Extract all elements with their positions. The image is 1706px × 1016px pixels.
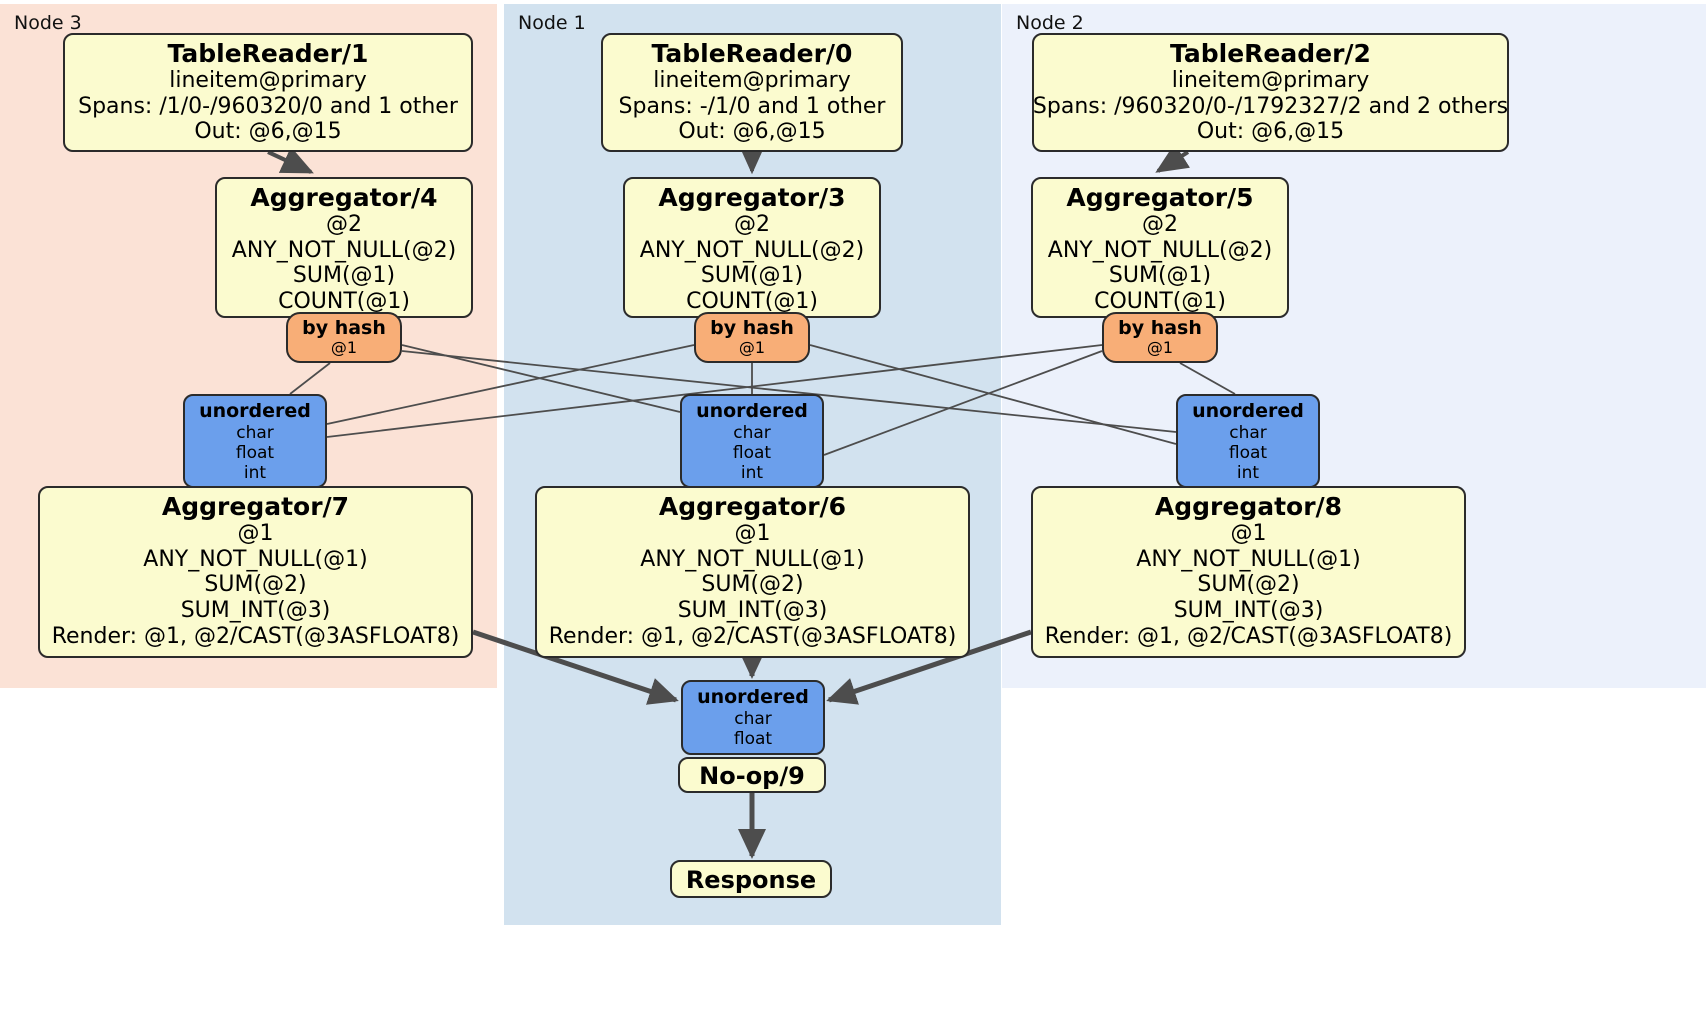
graph-node-router-hash-4[interactable]: by hash@1 bbox=[286, 312, 402, 363]
graph-node-detail-line: int bbox=[740, 462, 764, 483]
graph-node-detail-line: char bbox=[1229, 422, 1267, 443]
graph-node-title: by hash bbox=[710, 317, 794, 339]
graph-node-detail-line: Out: @6,@15 bbox=[678, 119, 826, 145]
graph-node-title: Aggregator/3 bbox=[658, 183, 846, 212]
node-panel-label: Node 3 bbox=[14, 12, 82, 34]
graph-node-detail-line: Out: @6,@15 bbox=[194, 119, 342, 145]
graph-node-detail-line: char bbox=[733, 422, 771, 443]
graph-node-title: TableReader/0 bbox=[651, 39, 853, 68]
graph-node-title: Aggregator/7 bbox=[161, 492, 350, 521]
graph-node-detail-line: ANY_NOT_NULL(@2) bbox=[231, 237, 457, 263]
graph-node-detail-line: Render: @1, @2/CAST(@3ASFLOAT8) bbox=[548, 623, 957, 649]
graph-node-detail-line: @1 bbox=[1230, 521, 1267, 546]
graph-node-router-hash-3[interactable]: by hash@1 bbox=[694, 312, 810, 363]
graph-node-detail-line: lineitem@primary bbox=[169, 68, 367, 93]
graph-node-detail-line: ANY_NOT_NULL(@1) bbox=[640, 546, 865, 572]
graph-node-detail-line: ANY_NOT_NULL(@2) bbox=[639, 237, 865, 263]
graph-node-title: Aggregator/8 bbox=[1154, 492, 1343, 521]
graph-node-detail-line: @1 bbox=[237, 521, 274, 546]
graph-node-title: unordered bbox=[199, 400, 311, 422]
graph-node-detail-line: SUM(@2) bbox=[1197, 572, 1300, 598]
graph-node-detail-line: COUNT(@1) bbox=[1094, 289, 1226, 315]
graph-node-detail-line: lineitem@primary bbox=[1171, 68, 1370, 93]
graph-node-title: by hash bbox=[302, 317, 386, 339]
graph-node-detail-line: float bbox=[733, 728, 773, 749]
graph-node-title: Aggregator/4 bbox=[250, 183, 438, 212]
graph-node-detail-line: SUM(@1) bbox=[700, 263, 804, 289]
graph-node-detail-line: COUNT(@1) bbox=[686, 289, 818, 315]
graph-node-detail-line: @2 bbox=[326, 212, 362, 237]
graph-node-detail-line: @2 bbox=[734, 212, 770, 237]
graph-node-response[interactable]: Response bbox=[670, 860, 832, 898]
graph-node-detail-line: @1 bbox=[738, 337, 766, 357]
graph-node-detail-line: SUM(@2) bbox=[701, 572, 804, 598]
graph-node-detail-line: SUM_INT(@3) bbox=[180, 598, 331, 624]
graph-node-title: Aggregator/6 bbox=[658, 492, 847, 521]
graph-node-detail-line: Spans: /960320/0-/1792327/2 and 2 others bbox=[1032, 93, 1509, 119]
graph-node-detail-line: ANY_NOT_NULL(@2) bbox=[1047, 237, 1273, 263]
graph-node-detail-line: char bbox=[236, 422, 274, 443]
graph-node-detail-line: float bbox=[1228, 442, 1268, 463]
node-panel-label: Node 1 bbox=[518, 12, 586, 34]
graph-node-detail-line: Spans: -/1/0 and 1 other bbox=[618, 93, 886, 119]
graph-node-detail-line: SUM_INT(@3) bbox=[1173, 598, 1324, 624]
node-panel-label: Node 2 bbox=[1016, 12, 1084, 34]
graph-node-detail-line: COUNT(@1) bbox=[278, 289, 410, 315]
graph-node-detail-line: SUM(@1) bbox=[292, 263, 396, 289]
graph-node-detail-line: Render: @1, @2/CAST(@3ASFLOAT8) bbox=[51, 623, 460, 649]
graph-node-title: unordered bbox=[697, 686, 809, 708]
graph-node-detail-line: int bbox=[243, 462, 267, 483]
graph-node-detail-line: Out: @6,@15 bbox=[1196, 119, 1345, 145]
graph-node-title: by hash bbox=[1118, 317, 1202, 339]
graph-node-detail-line: char bbox=[734, 708, 772, 729]
graph-node-detail-line: float bbox=[732, 442, 772, 463]
graph-node-title: TableReader/2 bbox=[1170, 39, 1371, 68]
graph-node-detail-line: Spans: /1/0-/960320/0 and 1 other bbox=[78, 93, 458, 119]
graph-node-detail-line: SUM(@2) bbox=[204, 572, 307, 598]
graph-node-detail-line: ANY_NOT_NULL(@1) bbox=[143, 546, 368, 572]
graph-node-title: Aggregator/5 bbox=[1066, 183, 1254, 212]
graph-node-detail-line: SUM_INT(@3) bbox=[677, 598, 828, 624]
graph-node-detail-line: @1 bbox=[330, 337, 358, 357]
graph-node-detail-line: Render: @1, @2/CAST(@3ASFLOAT8) bbox=[1044, 623, 1453, 649]
graph-node-title: unordered bbox=[1192, 400, 1304, 422]
graph-node-detail-line: @1 bbox=[1146, 337, 1174, 357]
graph-node-title: Response bbox=[685, 865, 817, 894]
graph-node-title: unordered bbox=[696, 400, 808, 422]
graph-node-title: TableReader/1 bbox=[167, 39, 369, 68]
graph-node-router-hash-5[interactable]: by hash@1 bbox=[1102, 312, 1218, 363]
graph-node-noop-9[interactable]: No-op/9 bbox=[678, 757, 826, 793]
graph-node-detail-line: @1 bbox=[734, 521, 771, 546]
graph-node-detail-line: lineitem@primary bbox=[653, 68, 851, 93]
graph-node-detail-line: @2 bbox=[1142, 212, 1178, 237]
graph-node-detail-line: float bbox=[235, 442, 275, 463]
graph-node-title: No-op/9 bbox=[699, 761, 805, 790]
graph-node-detail-line: SUM(@1) bbox=[1108, 263, 1212, 289]
graph-node-detail-line: ANY_NOT_NULL(@1) bbox=[1136, 546, 1361, 572]
graph-node-detail-line: int bbox=[1236, 462, 1260, 483]
